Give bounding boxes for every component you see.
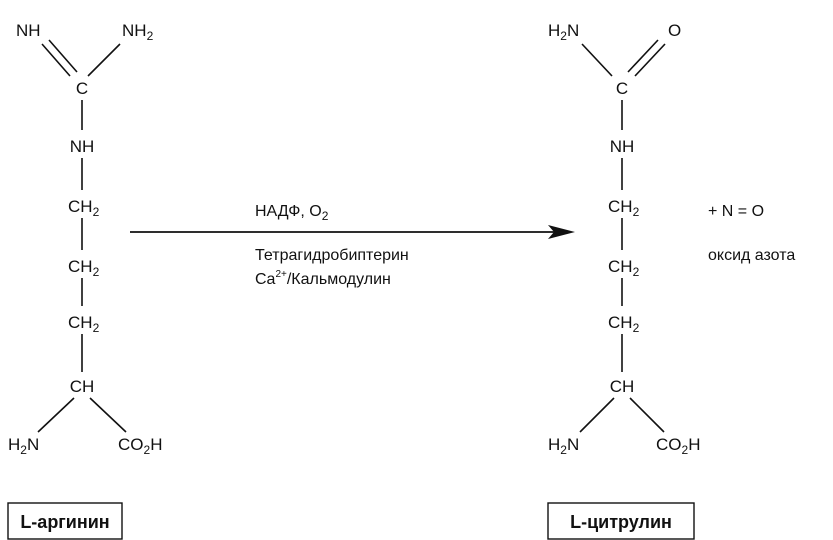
reaction-arrow-group: НАДФ, O2 Тетрагидробиптерин Ca2+/Кальмод… bbox=[130, 203, 575, 288]
arginine-amino-h2n: H2N bbox=[8, 435, 39, 457]
citrulline-structure: H2N O C NH CH2 CH2 CH2 CH H2N CO2H bbox=[548, 21, 700, 457]
citrulline-label-box: L-цитрулин bbox=[547, 502, 695, 540]
citrulline-carbon: C bbox=[616, 79, 628, 98]
citrulline-ch2-2: CH2 bbox=[608, 257, 640, 279]
cofactor-nadp-o2: НАДФ, O2 bbox=[255, 203, 329, 223]
arginine-label: L-аргинин bbox=[20, 512, 109, 532]
citrulline-double-bond-a bbox=[627, 39, 659, 73]
arginine-single-bond-c bbox=[87, 43, 121, 77]
citrulline-ch2-1: CH2 bbox=[608, 197, 640, 219]
arginine-carboxyl-co2h: CO2H bbox=[118, 435, 162, 457]
cofactor-tetrahydrobiopterin: Тетрагидробиптерин bbox=[255, 247, 409, 264]
citrulline-label-frame bbox=[547, 502, 695, 540]
arginine-nh: NH bbox=[70, 137, 95, 156]
nitric-oxide-name: оксид азота bbox=[708, 247, 795, 264]
arginine-label-frame bbox=[7, 502, 123, 540]
arginine-bond-ch-nh2 bbox=[37, 397, 75, 433]
citrulline-bond-ch-cooh bbox=[629, 397, 665, 433]
citrulline-bond-ch-nh2 bbox=[579, 397, 615, 433]
citrulline-amino-h2n: H2N bbox=[548, 435, 579, 457]
arginine-bond-ch-cooh bbox=[89, 397, 127, 433]
arginine-imine-nh: NH bbox=[16, 21, 41, 40]
arginine-carbon: C bbox=[76, 79, 88, 98]
citrulline-label: L-цитрулин bbox=[570, 512, 672, 532]
citrulline-alpha-ch: CH bbox=[610, 377, 635, 396]
arginine-label-box: L-аргинин bbox=[7, 502, 123, 540]
arginine-ch2-3: CH2 bbox=[68, 313, 100, 335]
arginine-structure: NH NH2 C NH CH2 CH2 CH2 CH H2N CO2H bbox=[8, 21, 162, 457]
citrulline-carbonyl-o: O bbox=[668, 21, 681, 40]
cofactor-ca-calmodulin: Ca2+/Кальмодулин bbox=[255, 269, 391, 288]
arginine-ch2-2: CH2 bbox=[68, 257, 100, 279]
arginine-double-bond-a bbox=[41, 43, 71, 77]
nitric-oxide-formula: + N = O bbox=[708, 203, 764, 220]
nitric-oxide-product: + N = O оксид азота bbox=[708, 203, 795, 264]
citrulline-carboxyl-co2h: CO2H bbox=[656, 435, 700, 457]
arginine-ch2-1: CH2 bbox=[68, 197, 100, 219]
arginine-alpha-ch: CH bbox=[70, 377, 95, 396]
reaction-arrow-head bbox=[548, 225, 575, 239]
arginine-amine-nh2: NH2 bbox=[122, 21, 154, 43]
citrulline-nh: NH bbox=[610, 137, 635, 156]
citrulline-amide-h2n: H2N bbox=[548, 21, 579, 43]
citrulline-ch2-3: CH2 bbox=[608, 313, 640, 335]
citrulline-double-bond-b bbox=[634, 43, 666, 77]
arginine-double-bond-b bbox=[48, 39, 78, 73]
citrulline-bond-amide bbox=[581, 43, 613, 77]
